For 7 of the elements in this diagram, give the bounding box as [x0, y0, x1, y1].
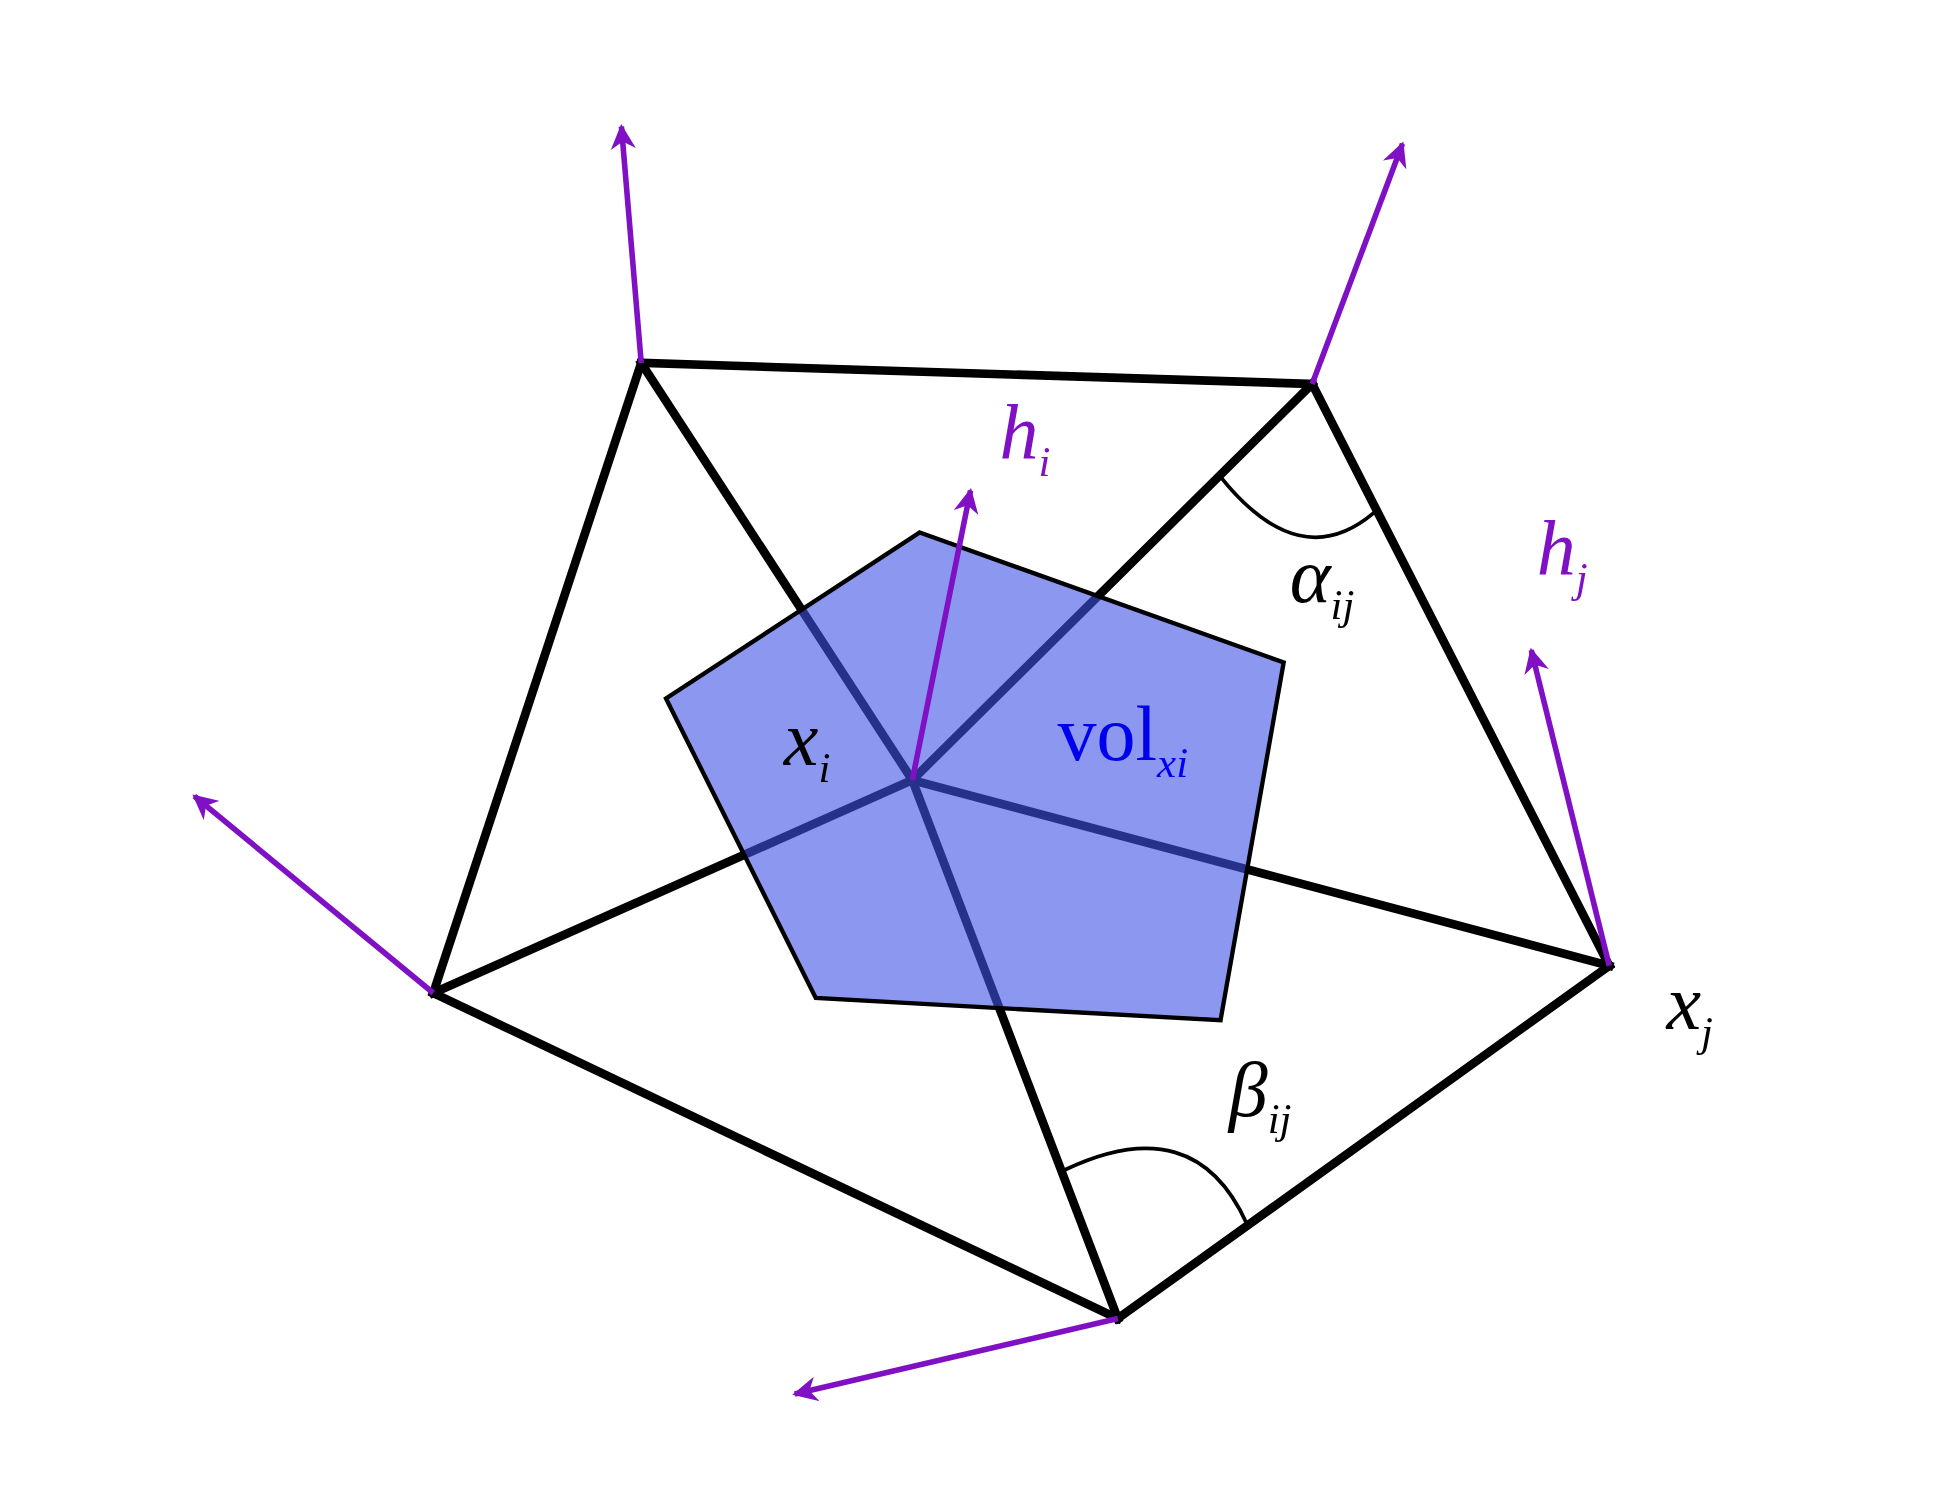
math-label: h$_{i}$ [999, 394, 1051, 485]
math-label: β$_{ij}$ [1228, 1050, 1292, 1141]
math-label: α$_{ij}$ [1289, 537, 1355, 627]
math-label: x$_{j}$ [1666, 964, 1713, 1054]
math-label: vol$_{xi}$ [1057, 695, 1189, 785]
math-label: h$_{j}$ [1536, 509, 1588, 600]
math-label: x$_{i}$ [783, 700, 831, 790]
